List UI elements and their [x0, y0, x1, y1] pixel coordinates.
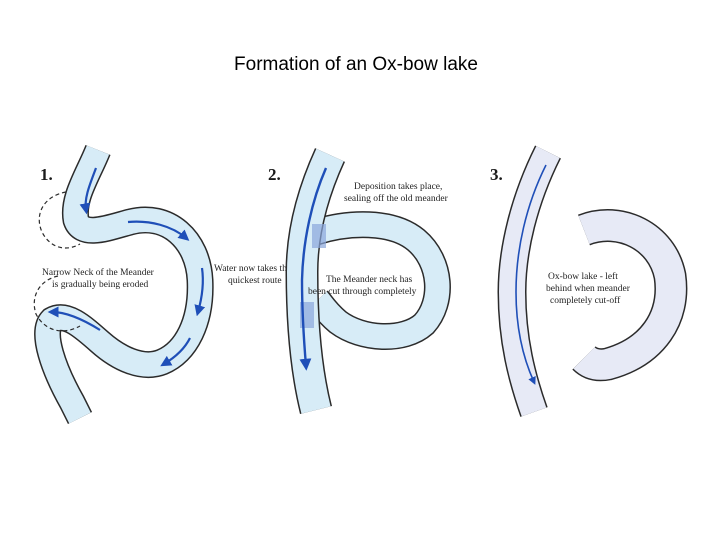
panel-1-note-line-4: quickest route — [228, 276, 282, 286]
panel-1-number: 1. — [40, 165, 53, 184]
panel-3-flow-arrow — [515, 164, 547, 385]
panel-3-note-line-1: Ox-bow lake - left — [548, 271, 618, 282]
panel-2: 2. Deposition takes place, sealing off t… — [268, 148, 451, 414]
panel-1-note-line-1: Narrow Neck of the Meander — [42, 267, 155, 278]
panel-3-note-line-2: behind when meander — [546, 284, 631, 294]
panel-3-number: 3. — [490, 165, 503, 184]
panel-2-note-line-4: been cut through completely — [308, 287, 417, 297]
panel-1-note-line-3: Water now takes the — [214, 264, 291, 274]
panel-2-loop — [307, 211, 451, 350]
panel-2-note-line-2: sealing off the old meander — [344, 193, 449, 204]
panel-1-river — [34, 144, 214, 425]
panel-1-flow-arrows — [47, 167, 206, 367]
panel-3-note-line-3: completely cut-off — [550, 295, 621, 306]
panel-3-river — [497, 145, 562, 417]
panel-1: 1. Narrow Neck of the Meander is gradual… — [33, 144, 291, 425]
panel-1-erosion-outlines — [33, 191, 81, 332]
panel-3: 3. Ox-bow lake - left behind when meande… — [490, 145, 688, 417]
diagram-title: Formation of an Ox-bow lake — [234, 54, 478, 75]
panel-2-flow-arrow — [299, 167, 328, 371]
panel-2-number: 2. — [268, 165, 281, 184]
panel-1-note-line-2: is gradually being eroded — [52, 280, 149, 290]
panel-3-oxbow-lake — [572, 209, 688, 382]
panel-2-note-line-1: Deposition takes place, — [354, 182, 442, 192]
panel-2-note-line-3: The Meander neck has — [326, 275, 413, 285]
